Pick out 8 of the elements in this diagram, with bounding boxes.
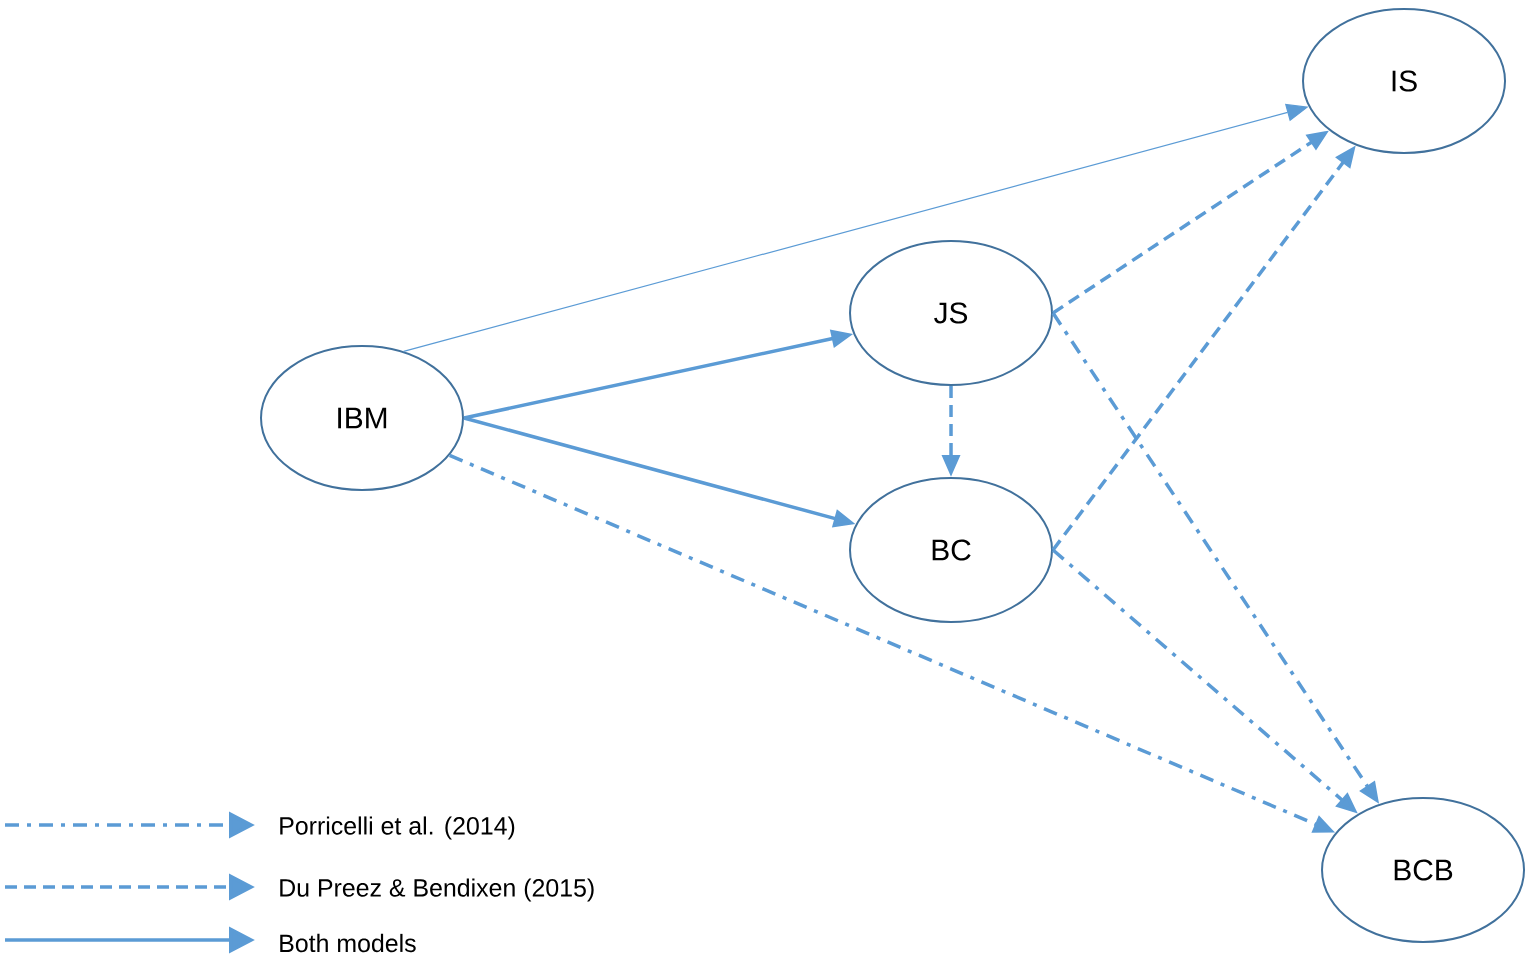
legend-text: Du Preez & Bendixen (2015): [280, 878, 594, 902]
ellipse-node: BCB: [1321, 797, 1525, 943]
ellipse-node: IBM: [260, 345, 464, 491]
legend-text: Porricelli et al. (2014): [280, 816, 515, 840]
ellipse-node: IS: [1302, 8, 1506, 154]
ellipse-node: JS: [849, 240, 1053, 386]
legend-text: Both models: [280, 933, 416, 953]
ellipse-node: BC: [849, 477, 1053, 623]
